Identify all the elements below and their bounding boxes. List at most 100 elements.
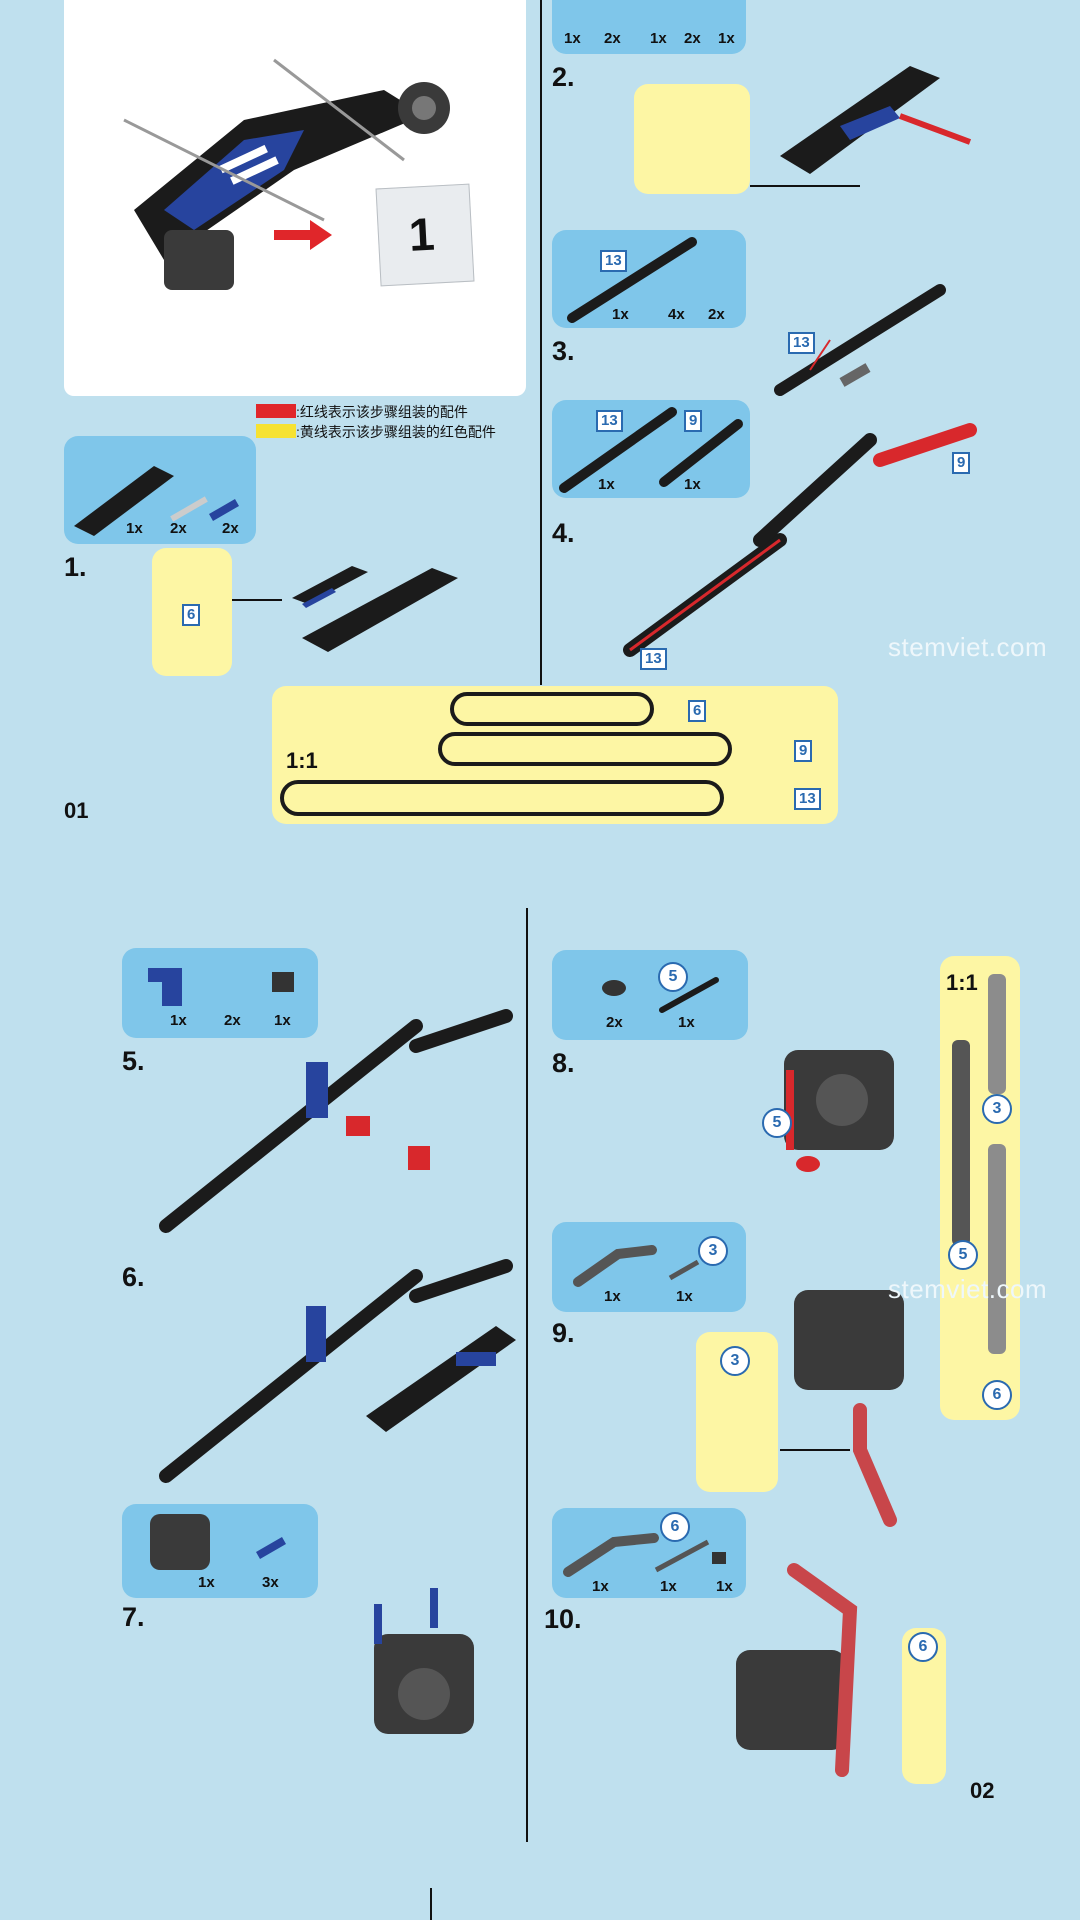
step2-qty-1: 1x xyxy=(564,30,581,47)
scale-beam-label-6: 6 xyxy=(688,700,707,722)
step2-qty-3: 1x xyxy=(650,30,667,47)
step4-beam-label-2: 9 xyxy=(684,410,703,432)
step7-qty-1: 1x xyxy=(198,1574,215,1591)
step4-qty-1: 1x xyxy=(598,476,615,493)
step9-subassembly-panel: 3 xyxy=(696,1332,778,1492)
step1-subassembly-panel: 6 xyxy=(152,548,232,676)
step2-qty-5: 1x xyxy=(718,30,735,47)
step10-callout: 6 xyxy=(908,1632,938,1662)
motor-part xyxy=(150,1514,286,1570)
legend-yellow-text: :黄线表示该步骤组装的红色配件 xyxy=(296,424,496,440)
step3-qty-2: 4x xyxy=(668,306,685,323)
page-divider-top xyxy=(540,0,542,685)
step4-number: 4. xyxy=(552,518,575,548)
scale-axles-bottom xyxy=(952,974,1006,1354)
step10-subassembly-panel: 6 xyxy=(902,1628,946,1784)
arrow-icon xyxy=(274,220,332,250)
step1-qty-3: 2x xyxy=(222,520,239,537)
step5-assembly-illustration xyxy=(159,1009,513,1233)
step6-number: 6. xyxy=(122,1262,145,1292)
step2-assembly-illustration xyxy=(750,66,972,187)
step2-subassembly-panel xyxy=(634,84,750,194)
step2-qty-2: 2x xyxy=(604,30,621,47)
bag-number: 1 xyxy=(407,207,436,261)
watermark-bottom: stemviet.com xyxy=(888,1274,1048,1304)
scale-axle-label-3: 3 xyxy=(982,1094,1012,1124)
liftarm-part xyxy=(573,1245,700,1287)
model-overview-panel: 1 xyxy=(64,0,526,396)
step10-qty-3: 1x xyxy=(716,1578,733,1595)
step4-assembly-illustration xyxy=(623,423,977,657)
step3-qty-1: 1x xyxy=(612,306,629,323)
step5-qty-3: 1x xyxy=(274,1012,291,1029)
axle-part xyxy=(602,977,719,1013)
step7-qty-2: 3x xyxy=(262,1574,279,1591)
parts-bag-icon: 1 xyxy=(375,183,475,287)
step3-number: 3. xyxy=(552,336,575,366)
step2-parts-panel: 1x 2x 1x 2x 1x xyxy=(552,0,746,54)
bracket-part xyxy=(148,968,294,1006)
step9-qty-1: 1x xyxy=(604,1288,621,1305)
scale-axle-label-5: 5 xyxy=(948,1240,978,1270)
step3-beam-label: 13 xyxy=(600,250,627,272)
legend-yellow-swatch xyxy=(256,424,296,438)
step5-qty-2: 2x xyxy=(224,1012,241,1029)
step3-beam-callout: 13 xyxy=(788,332,815,354)
step8-number: 8. xyxy=(552,1048,575,1078)
step1-callout: 6 xyxy=(182,604,201,626)
beam-part xyxy=(567,237,697,323)
step1-number: 1. xyxy=(64,552,87,582)
step5-parts-panel: 1x 2x 1x xyxy=(122,948,318,1038)
legend-red-swatch xyxy=(256,404,296,418)
step8-callout: 5 xyxy=(762,1108,792,1138)
liftarm-part xyxy=(563,1533,726,1577)
legend-red-text: :红线表示该步骤组装的配件 xyxy=(296,404,468,420)
step1-parts-panel: 1x 2x 2x xyxy=(64,436,256,544)
step9-assembly-illustration xyxy=(780,1290,904,1527)
step9-qty-2: 1x xyxy=(676,1288,693,1305)
step9-axle-label: 3 xyxy=(698,1236,728,1266)
step3-assembly-illustration xyxy=(774,284,946,396)
step7-assembly-illustration xyxy=(374,1588,474,1734)
page-divider-stub xyxy=(430,1888,432,1920)
step10-assembly-illustration xyxy=(736,1563,858,1777)
step3-qty-3: 2x xyxy=(708,306,725,323)
scale-beam-label-9: 9 xyxy=(794,740,813,762)
scale-panel-top: 1:1 6 9 13 xyxy=(272,686,838,824)
step10-qty-2: 1x xyxy=(660,1578,677,1595)
step4-callout-9: 9 xyxy=(952,452,971,474)
scale-label-top: 1:1 xyxy=(286,748,318,773)
step4-beam-label-1: 13 xyxy=(596,410,623,432)
page-divider-bottom xyxy=(526,908,528,1842)
step10-parts-panel: 6 1x 1x 1x xyxy=(552,1508,746,1598)
page-number-bottom: 02 xyxy=(970,1778,995,1803)
step1-qty-2: 2x xyxy=(170,520,187,537)
step8-qty-2: 1x xyxy=(678,1014,695,1031)
step7-number: 7. xyxy=(122,1602,145,1632)
watermark-top: stemviet.com xyxy=(888,632,1048,662)
step10-axle-label: 6 xyxy=(660,1512,690,1542)
step5-number: 5. xyxy=(122,1046,145,1076)
step2-qty-4: 2x xyxy=(684,30,701,47)
step5-qty-1: 1x xyxy=(170,1012,187,1029)
step4-qty-2: 1x xyxy=(684,476,701,493)
beam-part xyxy=(559,407,743,493)
step10-qty-1: 1x xyxy=(592,1578,609,1595)
page-number-top: 01 xyxy=(64,798,89,823)
step8-axle-label: 5 xyxy=(658,962,688,992)
model-overview-illustration xyxy=(123,58,450,290)
step8-qty-1: 2x xyxy=(606,1014,623,1031)
beam-part xyxy=(74,466,239,536)
scale-beams-top xyxy=(280,692,732,816)
step9-number: 9. xyxy=(552,1318,575,1348)
step2-number: 2. xyxy=(552,62,575,92)
step4-callout-13: 13 xyxy=(640,648,667,670)
step3-parts-panel: 13 1x 4x 2x xyxy=(552,230,746,328)
scale-axle-label-6: 6 xyxy=(982,1380,1012,1410)
step1-assembly-illustration xyxy=(232,566,458,652)
step9-callout: 3 xyxy=(720,1346,750,1376)
step1-qty-1: 1x xyxy=(126,520,143,537)
scale-panel-bottom: 1:1 3 5 6 xyxy=(940,956,1020,1420)
step8-assembly-illustration xyxy=(784,1050,894,1172)
step7-parts-panel: 1x 3x xyxy=(122,1504,318,1598)
